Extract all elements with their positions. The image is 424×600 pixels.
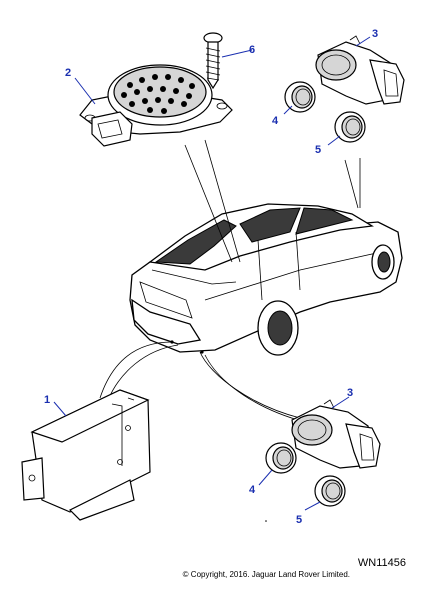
callout-6: 6	[249, 44, 255, 56]
screw-part	[203, 32, 223, 90]
stray-dot	[265, 520, 267, 522]
seal-ring-top	[334, 111, 366, 143]
connector-lines	[99, 139, 361, 423]
callout-1: 1	[44, 394, 50, 406]
callout-leaders	[53, 36, 371, 511]
car-illustration	[129, 203, 403, 356]
callout-3-bottom: 3	[347, 387, 353, 399]
bezel-ring-bottom	[265, 442, 297, 474]
parking-sensor-top	[315, 35, 405, 105]
bezel-ring-top	[284, 81, 316, 113]
callout-4-top: 4	[272, 115, 279, 127]
callout-5-top: 5	[315, 144, 321, 156]
copyright-notice: © Copyright, 2016. Jaguar Land Rover Lim…	[182, 570, 350, 579]
callout-2: 2	[65, 67, 71, 79]
speaker-sounder-part	[79, 64, 233, 147]
callout-5-bottom: 5	[296, 514, 302, 526]
diagram-reference-code: WN11456	[357, 557, 406, 569]
callout-4-bottom: 4	[249, 484, 256, 496]
seal-ring-bottom	[314, 475, 346, 507]
parking-sensor-bottom	[291, 399, 381, 469]
rear-sensor-dot	[200, 350, 204, 354]
callout-3-top: 3	[372, 28, 378, 40]
control-module-part	[21, 389, 151, 521]
